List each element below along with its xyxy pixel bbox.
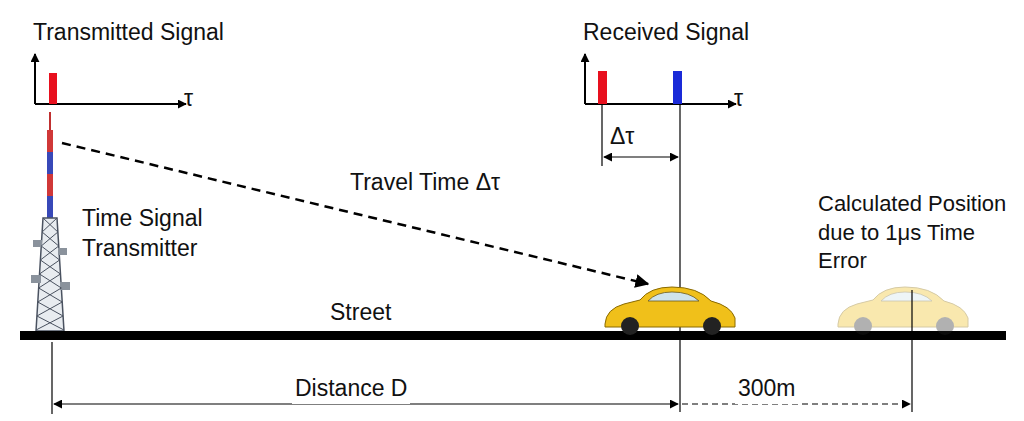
brace — [40, 274, 62, 288]
plot-title: Received Signal — [583, 18, 749, 48]
wheel — [703, 317, 721, 335]
brace — [43, 218, 58, 232]
brace — [36, 316, 63, 330]
brace — [40, 246, 58, 260]
brace — [41, 232, 58, 246]
brace — [42, 218, 57, 232]
tick-line — [601, 104, 602, 166]
brace — [39, 274, 61, 288]
brace — [40, 260, 60, 274]
car-window — [881, 292, 932, 301]
mast-segment — [47, 152, 53, 174]
dimension-label: Δτ — [610, 122, 634, 152]
dish — [60, 282, 70, 290]
axis — [34, 54, 36, 104]
dimension-label: Distance D — [292, 374, 410, 404]
axis-label: τ — [184, 84, 193, 114]
axis — [35, 103, 186, 105]
axis-label: τ — [734, 84, 743, 114]
brace — [37, 302, 62, 316]
dish — [58, 248, 67, 255]
brace — [42, 232, 59, 246]
received-plot — [585, 54, 736, 104]
dimension-line — [604, 156, 678, 157]
brace — [38, 302, 63, 316]
car — [605, 287, 735, 335]
mast-segment — [47, 130, 53, 152]
street-label: Street — [330, 298, 391, 328]
lattice — [36, 218, 64, 331]
lattice-bracing — [36, 218, 64, 330]
dish — [33, 240, 42, 247]
tick-line — [51, 342, 52, 414]
axis — [585, 103, 736, 105]
position-note: Calculated Position due to 1μs Time Erro… — [818, 190, 1016, 276]
brace — [38, 288, 62, 302]
arrow-label: Travel Time Δτ — [350, 168, 500, 198]
mast-segment — [47, 174, 53, 196]
wheel — [936, 317, 954, 335]
wheel — [621, 317, 639, 335]
mast-segment — [47, 196, 53, 218]
dimension-label: 300m — [735, 374, 799, 404]
tower-label: Time Signal Transmitter — [82, 204, 240, 264]
plot-title: Transmitted Signal — [33, 18, 224, 48]
transmitted-plot — [35, 54, 186, 104]
tower — [31, 112, 70, 331]
brace — [39, 288, 63, 302]
brace — [37, 316, 64, 330]
antenna-tip — [49, 112, 51, 130]
brace — [40, 260, 60, 274]
axis — [584, 54, 586, 104]
dish — [31, 275, 41, 283]
red-pulse — [49, 73, 57, 104]
travel-arrow — [62, 143, 648, 284]
brace — [41, 246, 59, 260]
position-line — [679, 104, 680, 412]
position-line — [911, 290, 912, 412]
blue-pulse — [673, 71, 682, 104]
red-pulse — [598, 71, 607, 104]
car-window — [648, 292, 699, 301]
ghost-car — [838, 287, 968, 335]
wheel — [854, 317, 872, 335]
